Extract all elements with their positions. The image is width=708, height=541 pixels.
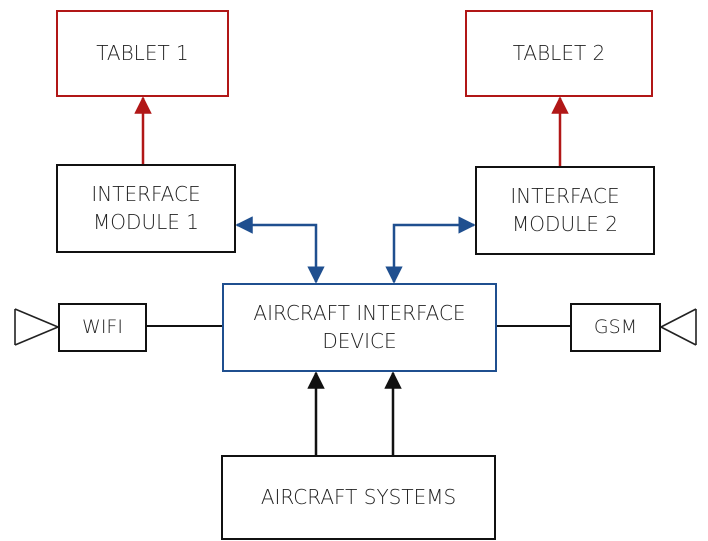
aid-im1-link — [235, 216, 325, 284]
aircraft-systems-label: AIRCRAFT SYSTEMS — [260, 484, 457, 509]
wifi-label: WIFI — [82, 316, 123, 339]
tablet-2-label: TABLET 2 — [512, 40, 606, 65]
wifi-box: WIFI — [58, 303, 147, 352]
aircraft-systems-box: AIRCRAFT SYSTEMS — [221, 455, 496, 540]
gsm-label: GSM — [593, 316, 638, 339]
aircraft-interface-device-box: AIRCRAFT INTERFACE DEVICE — [222, 283, 497, 372]
interface-module-1-label: INTERFACE MODULE 1 — [91, 181, 201, 234]
aid-im2-link — [385, 216, 476, 284]
gsm-box: GSM — [570, 303, 661, 352]
interface-module-2-label: INTERFACE MODULE 2 — [510, 183, 620, 236]
gsm-antenna-icon — [660, 308, 697, 346]
wifi-antenna-icon — [14, 308, 59, 346]
tablet-1-label: TABLET 1 — [96, 40, 189, 65]
tablet-1-box: TABLET 1 — [56, 10, 229, 97]
interface-module-1-box: INTERFACE MODULE 1 — [56, 164, 236, 253]
aircraft-interface-device-label: AIRCRAFT INTERFACE DEVICE — [253, 300, 466, 353]
interface-module-2-box: INTERFACE MODULE 2 — [475, 166, 655, 255]
tablet-2-box: TABLET 2 — [465, 10, 653, 97]
